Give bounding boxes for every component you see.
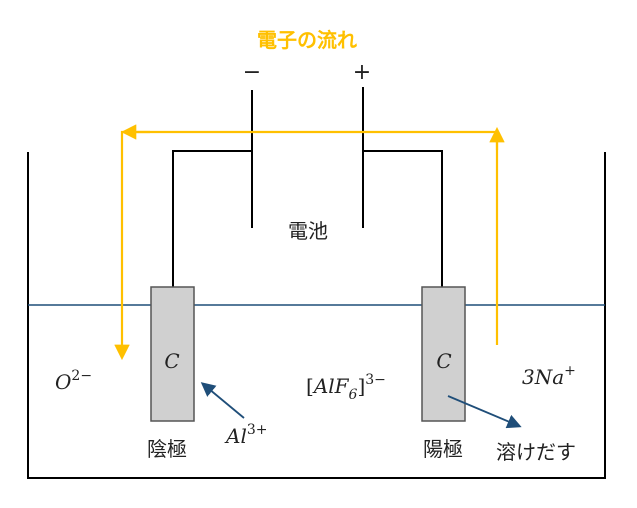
wire-to-anode [363,150,443,287]
wire-to-cathode [172,150,252,287]
cathode-electrode [150,286,195,422]
electrolysis-vessel [27,152,606,479]
anode-dissolve-arrow [447,395,522,429]
anode-symbol: C [436,349,451,373]
hexafluoroaluminate-ion-label: [AlF6]3− [306,372,386,403]
oxide-ion-charge: 2− [71,368,92,384]
battery-positive-symbol: + [353,60,371,85]
dissolves-label: 溶けだす [496,440,576,464]
cathode-symbol: C [164,349,179,373]
hexafluoroaluminate-open: [ [306,374,314,398]
anode-electrode [421,286,466,422]
aluminum-ion-label: Al3+ [224,422,267,448]
hexafluoroaluminate-close: ] [357,374,365,398]
aluminum-ion-charge: 3+ [247,422,268,438]
sodium-ion-label: 3Na+ [522,363,576,389]
electron-flow-title: 電子の流れ [257,28,357,52]
electron-flow-path [114,130,499,361]
hexafluoroaluminate-charge: 3− [365,372,386,388]
oxide-ion-label: O2− [55,368,92,394]
oxide-ion-base: O [55,370,71,394]
battery-label: 電池 [288,219,328,243]
sodium-ion-base: 3Na [522,365,564,389]
sodium-ion-charge: + [564,363,576,379]
aluminum-to-cathode-arrow [200,382,245,419]
anode-label: 陽極 [423,437,463,461]
aluminum-ion-base: Al [224,424,247,448]
cathode-label: 陰極 [147,437,187,461]
battery-negative-symbol: − [243,60,261,85]
hexafluoroaluminate-base: AlF [312,374,350,398]
hexafluoroaluminate-sub: 6 [349,387,358,403]
